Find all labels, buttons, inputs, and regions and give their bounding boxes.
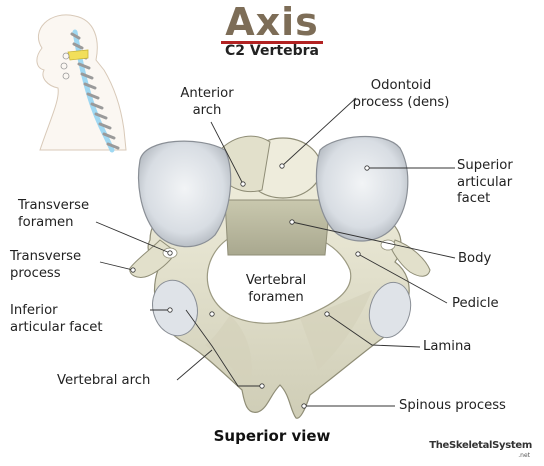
label-vertebral-arch: Vertebral arch xyxy=(57,373,151,388)
leader-transverse-process xyxy=(99,261,134,271)
leader-vertebral-arch xyxy=(176,349,213,381)
view-caption: Superior view xyxy=(213,427,331,445)
right-superior-facet-shape xyxy=(315,136,409,242)
label-transverse-process: Transverse process xyxy=(10,249,82,281)
leader-anterior-arch xyxy=(210,121,244,185)
leader-vertebral-arch-2 xyxy=(185,309,262,387)
body-shape xyxy=(224,199,331,256)
label-transverse-foramen: Transverse foramen xyxy=(18,198,90,230)
label-anterior-arch: Anterior arch xyxy=(180,86,234,118)
label-odontoid-process: Odontoid process (dens) xyxy=(352,78,450,110)
label-pedicle: Pedicle xyxy=(452,296,499,311)
brand-suffix: .net xyxy=(518,452,530,459)
title-underline xyxy=(221,41,323,44)
brand-logo: TheSkeletalSystem xyxy=(429,440,532,451)
axis-vertebra xyxy=(129,135,431,419)
leader-transverse-foramen xyxy=(95,221,171,254)
label-body: Body xyxy=(458,251,492,266)
label-spinous-process: Spinous process xyxy=(399,398,506,413)
label-vertebral-foramen: Vertebral foramen xyxy=(245,273,307,305)
leader-lamina xyxy=(326,313,421,348)
leader-body xyxy=(291,221,456,259)
inset-neck-figure xyxy=(36,14,127,153)
left-superior-facet-shape xyxy=(137,140,232,248)
label-inferior-articular-facet: Inferior articular facet xyxy=(10,303,103,335)
label-superior-articular-facet: Superior articular facet xyxy=(457,158,513,206)
diagram-title: Axis xyxy=(225,0,319,44)
leader-pedicle xyxy=(357,253,448,304)
left-inferior-facet-shape xyxy=(152,279,198,337)
label-lamina: Lamina xyxy=(423,339,472,354)
marker-dots xyxy=(130,163,370,409)
leader-odontoid xyxy=(281,97,357,167)
leader-lines xyxy=(95,97,456,407)
diagram-subtitle: C2 Vertebra xyxy=(225,43,319,59)
